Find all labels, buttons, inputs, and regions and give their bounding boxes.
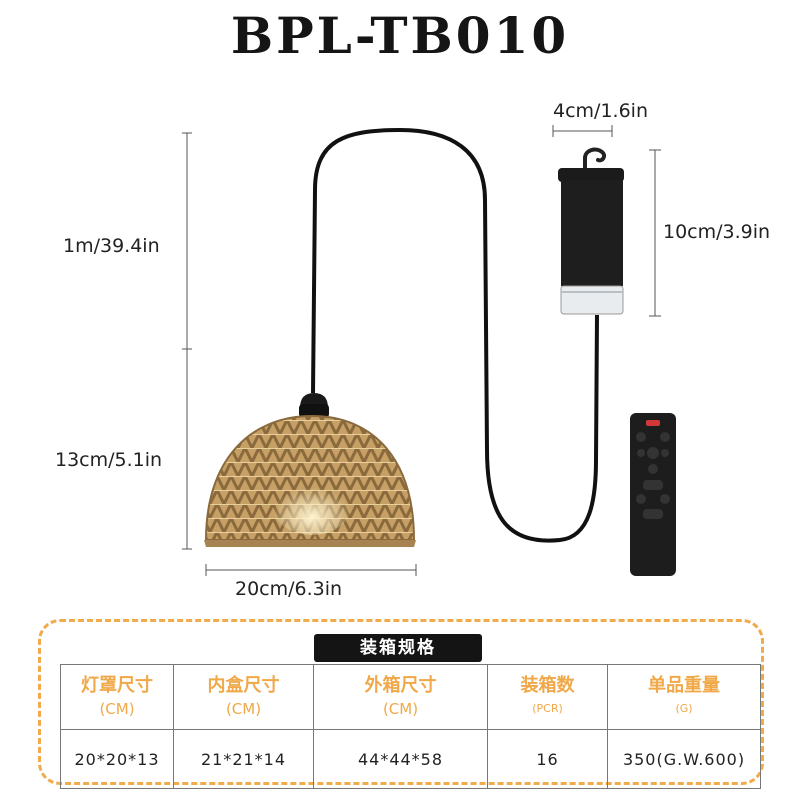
battery-pack <box>558 147 624 315</box>
shade-height-label: 13cm/5.1in <box>55 449 163 471</box>
power-cord <box>311 127 599 543</box>
packing-spec-heading: 装箱规格 <box>314 634 482 662</box>
col-header-shade-size: 灯罩尺寸(CM) <box>60 664 174 730</box>
value-quantity: 16 <box>487 729 608 789</box>
col-header-inner-box-size: 内盒尺寸(CM) <box>173 664 314 730</box>
product-title: BPL-TB010 <box>230 6 570 65</box>
spec-value-row: 20*20*13 21*21*14 44*44*58 16 350(G.W.60… <box>60 729 761 789</box>
product-illustration <box>182 125 676 576</box>
shade-width-label: 20cm/6.3in <box>235 578 343 600</box>
cord-length-label: 1m/39.4in <box>63 235 160 257</box>
value-inner-box-size: 21*21*14 <box>173 729 314 789</box>
value-outer-carton-size: 44*44*58 <box>313 729 488 789</box>
col-header-unit-weight: 单品重量(G) <box>607 664 761 730</box>
packing-spec-table: 灯罩尺寸(CM) 内盒尺寸(CM) 外箱尺寸(CM) 装箱数(PCR) 单品重量… <box>60 664 761 789</box>
spec-header-row: 灯罩尺寸(CM) 内盒尺寸(CM) 外箱尺寸(CM) 装箱数(PCR) 单品重量… <box>60 664 761 730</box>
rattan-lamp-shade <box>204 393 416 547</box>
value-shade-size: 20*20*13 <box>60 729 174 789</box>
battery-height-label: 10cm/3.9in <box>663 221 771 243</box>
col-header-outer-carton-size: 外箱尺寸(CM) <box>313 664 488 730</box>
remote-control <box>630 413 676 576</box>
hook-width-label: 4cm/1.6in <box>553 100 648 122</box>
value-unit-weight: 350(G.W.600) <box>607 729 761 789</box>
col-header-quantity: 装箱数(PCR) <box>487 664 608 730</box>
